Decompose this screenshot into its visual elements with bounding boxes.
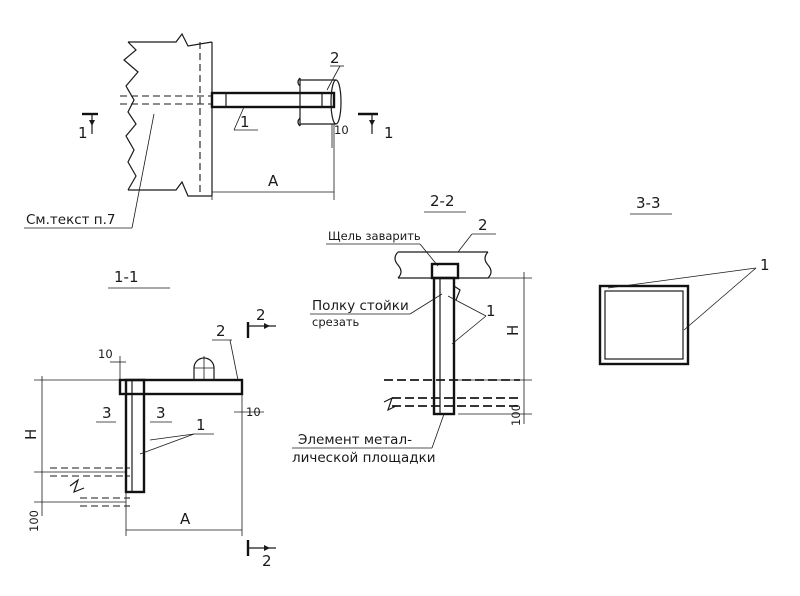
section-2-2-title: 2-2: [430, 192, 455, 210]
section-1-1: 1-1 3 3 1 2 10: [22, 268, 276, 570]
section-1-left: 1: [78, 124, 88, 142]
column-top-break: [128, 32, 213, 47]
pipe-plan-end: [330, 79, 342, 125]
label-2-section-2-2: 2: [478, 216, 488, 234]
dim-100-section-2-2: 100: [509, 404, 523, 426]
column-left-break: [123, 41, 139, 191]
dim-10-section-left: 10: [98, 347, 113, 361]
label-2-section-1-1: 2: [216, 322, 226, 340]
tube-section-inner: [604, 290, 684, 360]
cut-note-line1: Полку стойки: [312, 298, 409, 314]
section-1-1-title: 1-1: [114, 268, 139, 286]
label-1-section-3-3: 1: [760, 256, 770, 274]
dim-10-top: 10: [334, 123, 349, 137]
leader-1-top: [233, 106, 245, 131]
label-1-top: 1: [240, 113, 250, 131]
section-2-bottom: 2: [262, 552, 272, 570]
dim-H-section-2-2: H: [504, 325, 522, 336]
label-3-left: 3: [102, 404, 112, 422]
post-section-2-2: [432, 276, 456, 416]
element-note-line2: лической площадки: [292, 450, 436, 466]
label-1-section-1-1: 1: [196, 416, 206, 434]
section-3-3-title: 3-3: [636, 194, 661, 212]
dim-10-section-right: 10: [246, 405, 261, 419]
bracket-section-1-1: [118, 378, 244, 396]
leader-2-top: [326, 65, 341, 91]
leader-ref: [131, 113, 155, 229]
section-1-right: 1: [384, 124, 394, 142]
bracket-plan: [210, 91, 336, 109]
label-1-section-2-2: 1: [486, 302, 496, 320]
element-note-line1: Элемент метал-: [298, 432, 412, 448]
section-3-3: 3-3 1: [598, 194, 770, 366]
label-2-top: 2: [330, 49, 340, 67]
pipe-section-1-1: [193, 357, 215, 381]
section-2-2: 2-2 Щель заварить 2 Полку стойки срезать…: [292, 192, 532, 466]
dim-A-section-1-1: A: [180, 510, 191, 528]
gap-weld-note: Щель заварить: [328, 229, 421, 243]
cut-note-line2: срезать: [312, 315, 360, 329]
dim-100-section-1-1: 100: [27, 510, 41, 532]
bracket-section-2-2: [430, 262, 460, 280]
dim-H-section-1-1: H: [22, 429, 40, 440]
section-2-top: 2: [256, 306, 266, 324]
ref-note: См.текст п.7: [26, 212, 116, 228]
tube-section-outer: [598, 284, 690, 366]
label-3-right: 3: [156, 404, 166, 422]
post-section-1-1: [124, 378, 146, 494]
plan-view: 2 1 10 1 1 A См.текст п.7: [24, 32, 394, 229]
column-bottom-break: [128, 180, 212, 197]
pipe-plan-left: [297, 77, 301, 127]
dim-A-top: A: [268, 172, 279, 190]
